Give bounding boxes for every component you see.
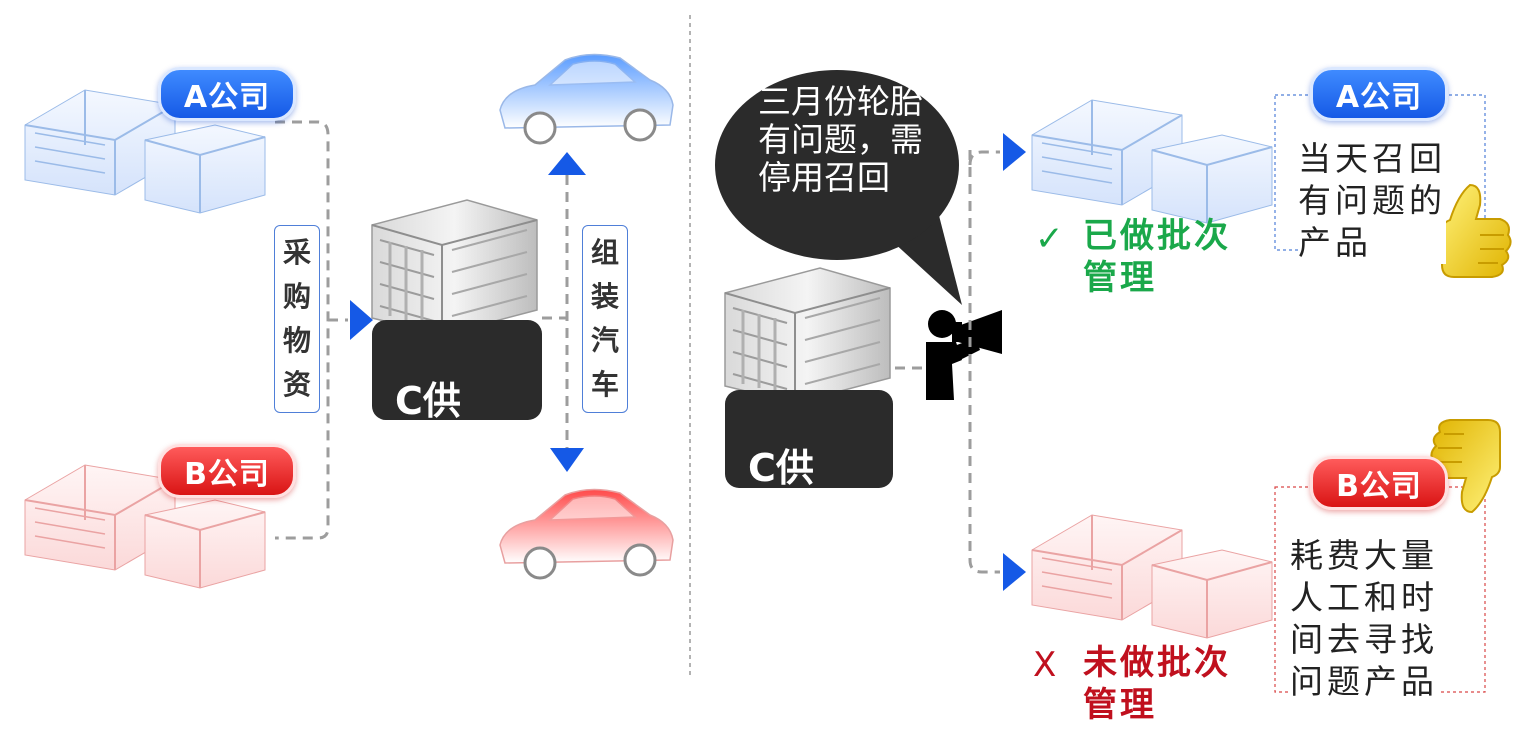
purchase-char-4: 资 [282,368,311,401]
purchase-char-3: 物 [282,324,311,357]
note-b-line-1: 耗费大量 [1290,536,1438,575]
company-a-badge-right: A公司 [1310,67,1448,121]
supplier-label-right: C供 [748,446,814,490]
supplier-building-right [723,266,892,405]
factory-b-right [1031,514,1273,639]
assembly-char-1: 组 [590,236,619,269]
note-b-line-3: 间去寻找 [1290,620,1438,659]
note-b-line-2: 人工和时 [1290,578,1438,617]
factory-a-right [1031,99,1273,224]
assembly-char-2: 装 [590,280,619,313]
assembly-char-3: 汽 [590,324,619,357]
status-a-line-2: 管理 [1083,258,1157,298]
purchase-materials-label: 采 购 物 资 [274,225,320,413]
status-a-text: 已做批次 管理 [1083,215,1231,299]
arrow-right-to-supplier [350,300,373,340]
recall-connector [895,150,1000,574]
note-a-line-2: 有问题的 [1298,181,1446,220]
supplier-card-right [725,390,893,488]
speech-bubble [715,70,962,305]
purchase-char-1: 采 [282,236,311,269]
assembly-connector [542,175,569,448]
arrow-right-to-b [1003,553,1026,591]
assembly-car-label: 组 装 汽 车 [582,225,628,413]
note-a-line-1: 当天召回 [1298,139,1446,178]
purchase-connector [275,120,348,540]
status-b-text: 未做批次 管理 [1083,642,1231,726]
note-b-line-4: 问题产品 [1290,662,1438,701]
company-a-badge-left: A公司 [158,67,296,121]
arrow-right-to-a [1003,133,1026,171]
purchase-char-2: 购 [282,280,311,313]
supplier-label-left: C供 [395,379,461,423]
status-a-line-1: 已做批次 [1083,216,1231,256]
note-a-line-3: 产品 [1298,223,1372,262]
status-b-line-1: 未做批次 [1083,643,1231,683]
status-b-line-2: 管理 [1083,685,1157,725]
car-blue [498,52,675,145]
car-red [498,487,675,580]
thumbs-up-icon [1441,184,1512,278]
arrow-up-to-car [548,152,586,175]
note-a: 当天召回 有问题的 产品 [1298,138,1446,264]
arrow-down-to-car [550,448,584,472]
assembly-char-4: 车 [590,368,619,401]
note-b: 耗费大量 人工和时 间去寻找 问题产品 [1290,535,1438,703]
status-b-mark: X [1033,645,1060,685]
megaphone-person-icon [926,310,1002,400]
supplier-building-left [370,198,539,337]
status-a-mark: ✓ [1035,219,1067,259]
company-b-badge-right: B公司 [1310,456,1448,510]
supplier-card-left [372,320,542,420]
company-b-badge-left: B公司 [158,444,296,498]
speech-text: 三月份轮胎有问题，需停用召回 [758,82,923,197]
